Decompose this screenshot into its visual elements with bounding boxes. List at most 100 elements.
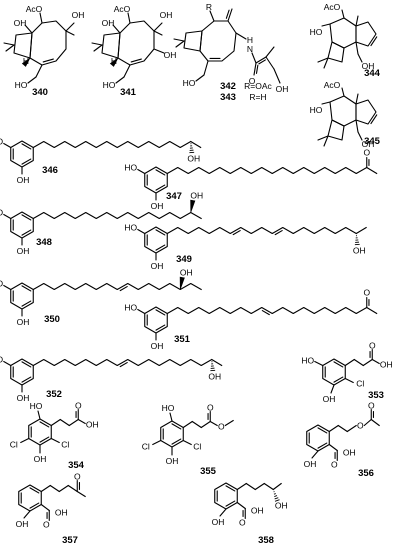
atom-label: O bbox=[369, 341, 376, 351]
compound-353: HO OH Cl O OH 353 bbox=[301, 341, 392, 405]
atom-label: OH bbox=[323, 394, 336, 404]
compound-349: HO OH OH 349 bbox=[124, 223, 367, 271]
atom-label: Cl bbox=[356, 379, 364, 389]
atom-label: HO bbox=[0, 208, 4, 218]
compound-350: HO OH OH 350 bbox=[0, 268, 202, 327]
compound-number: 343 bbox=[220, 92, 236, 103]
atom-label: AcO bbox=[114, 4, 131, 14]
atom-label: OH bbox=[160, 10, 173, 20]
compound-number: 357 bbox=[62, 535, 78, 546]
atom-label: OH bbox=[362, 139, 375, 149]
atom-label: HO bbox=[103, 80, 116, 90]
atom-label: OH bbox=[362, 61, 375, 71]
atom-label: HO bbox=[124, 303, 137, 313]
atom-label: OH bbox=[17, 246, 30, 256]
atom-label: Cl bbox=[142, 442, 150, 452]
atom-label: OH bbox=[251, 506, 264, 516]
compound-347: HO OH O 347 bbox=[124, 148, 378, 211]
atom-label: O bbox=[74, 472, 81, 482]
compound-number: 356 bbox=[358, 468, 374, 479]
atom-label: H bbox=[23, 56, 29, 66]
compound-number: 354 bbox=[68, 460, 85, 471]
atom-label: AcO bbox=[26, 4, 43, 14]
atom-label: OH bbox=[16, 519, 29, 529]
atom-label: OH bbox=[151, 201, 164, 211]
atom-label: OH bbox=[276, 84, 289, 94]
atom-label: OH bbox=[190, 191, 203, 201]
atom-label: OH bbox=[151, 341, 164, 351]
atom-label: OH bbox=[164, 50, 177, 60]
atom-label: HO bbox=[0, 137, 4, 147]
atom-label: HO bbox=[310, 105, 323, 115]
atom-label: O bbox=[249, 76, 256, 86]
atom-label: OH bbox=[180, 268, 193, 278]
atom-label: Cl bbox=[193, 442, 201, 452]
compound-number: 342 bbox=[220, 81, 236, 92]
atom-label: HO bbox=[310, 27, 323, 37]
atom-label: OH bbox=[102, 18, 115, 28]
atom-label: HO bbox=[183, 78, 196, 88]
atom-label: HO bbox=[0, 355, 4, 365]
substituent-342: R=OAc bbox=[244, 81, 272, 91]
atom-label: HO bbox=[0, 279, 4, 289]
atom-label: Cl bbox=[10, 440, 18, 450]
atom-label: AcO bbox=[324, 80, 341, 90]
compound-number: 344 bbox=[364, 68, 381, 79]
atom-label: OH bbox=[166, 456, 179, 466]
atom-label: OH bbox=[212, 517, 225, 527]
compound-346: HOOHOH346 bbox=[0, 137, 202, 185]
atom-label: OH bbox=[208, 372, 221, 382]
substituent-343: R=H bbox=[249, 92, 266, 102]
atom-label: OH bbox=[14, 18, 27, 28]
compound-number: 349 bbox=[176, 254, 192, 265]
atom-label: OH bbox=[353, 246, 366, 256]
compound-number: 352 bbox=[46, 389, 62, 400]
atom-label: R bbox=[206, 2, 212, 12]
atom-label: OH bbox=[151, 261, 164, 271]
atom-label: HO bbox=[301, 356, 314, 366]
atom-label: HO bbox=[124, 163, 137, 173]
atom-label: O bbox=[363, 288, 370, 298]
atom-label: HO bbox=[30, 401, 43, 411]
atom-label: AcO bbox=[324, 2, 341, 12]
atom-label: O bbox=[368, 401, 375, 411]
atom-label: H bbox=[111, 56, 117, 66]
compound-number: 348 bbox=[36, 237, 52, 248]
atom-label: O bbox=[43, 520, 50, 530]
atom-label: Cl bbox=[61, 440, 69, 450]
compound-number: 358 bbox=[258, 535, 274, 546]
compound-352: HOOHOH352 bbox=[0, 355, 223, 403]
atom-label: OH bbox=[72, 10, 85, 20]
atom-label: OH bbox=[380, 360, 393, 370]
atom-label: OH bbox=[304, 459, 317, 469]
compound-number: 340 bbox=[32, 87, 48, 98]
atom-label: OH bbox=[275, 501, 288, 511]
compound-number: 350 bbox=[44, 314, 60, 325]
atom-label: O bbox=[357, 421, 364, 431]
atom-label: OH bbox=[34, 454, 47, 464]
atom-label: OH bbox=[187, 154, 200, 164]
atom-label: OH bbox=[86, 420, 99, 430]
atom-label: OH bbox=[343, 448, 356, 458]
compound-number: 353 bbox=[368, 390, 384, 401]
atom-label: HO bbox=[124, 223, 137, 233]
compound-341: AcO OH OH HO H OH 341 bbox=[91, 4, 177, 98]
compound-number: 347 bbox=[166, 191, 182, 202]
atom-label: O bbox=[218, 422, 225, 432]
compound-number: 341 bbox=[120, 87, 137, 98]
atom-label: O bbox=[363, 148, 370, 158]
atom-label: H bbox=[247, 35, 253, 45]
atom-label: OH bbox=[17, 317, 30, 327]
atom-label: O bbox=[75, 401, 82, 411]
